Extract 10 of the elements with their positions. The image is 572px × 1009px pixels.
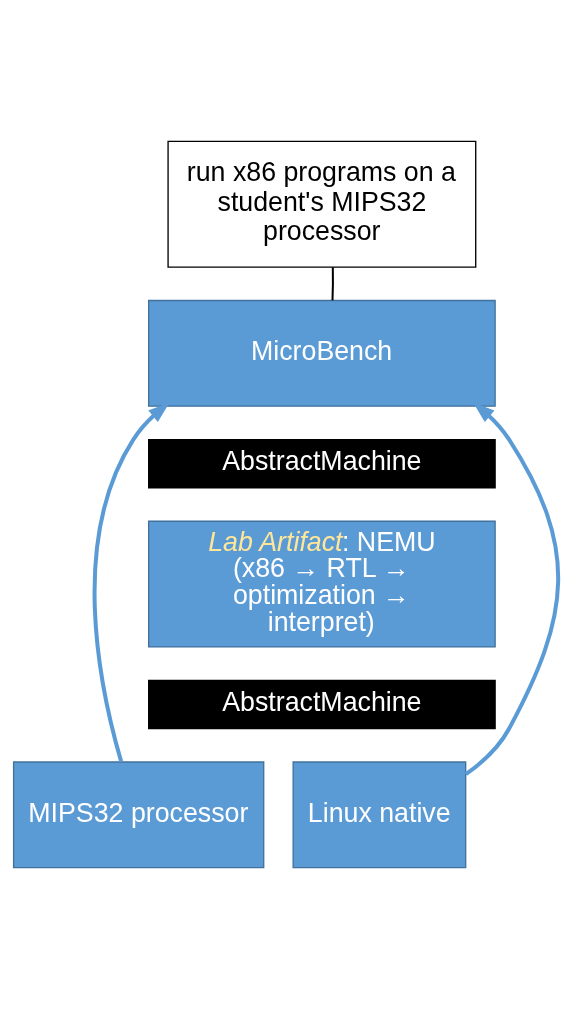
node-box: AbstractMachine	[148, 438, 496, 489]
arrow	[92, 402, 170, 762]
connector	[331, 267, 334, 301]
node-box: MicroBench	[148, 299, 496, 407]
node-box: run x86 programs on a student's MIPS32 processor	[167, 140, 477, 268]
arrow	[464, 402, 561, 776]
node-box: Linux native	[292, 761, 467, 869]
node-box: MIPS32 processor	[12, 761, 265, 869]
node-box: Lab Artifact: NEMU (x86 → RTL → optimization → interpret)	[148, 520, 496, 648]
node-box: AbstractMachine	[148, 679, 496, 730]
